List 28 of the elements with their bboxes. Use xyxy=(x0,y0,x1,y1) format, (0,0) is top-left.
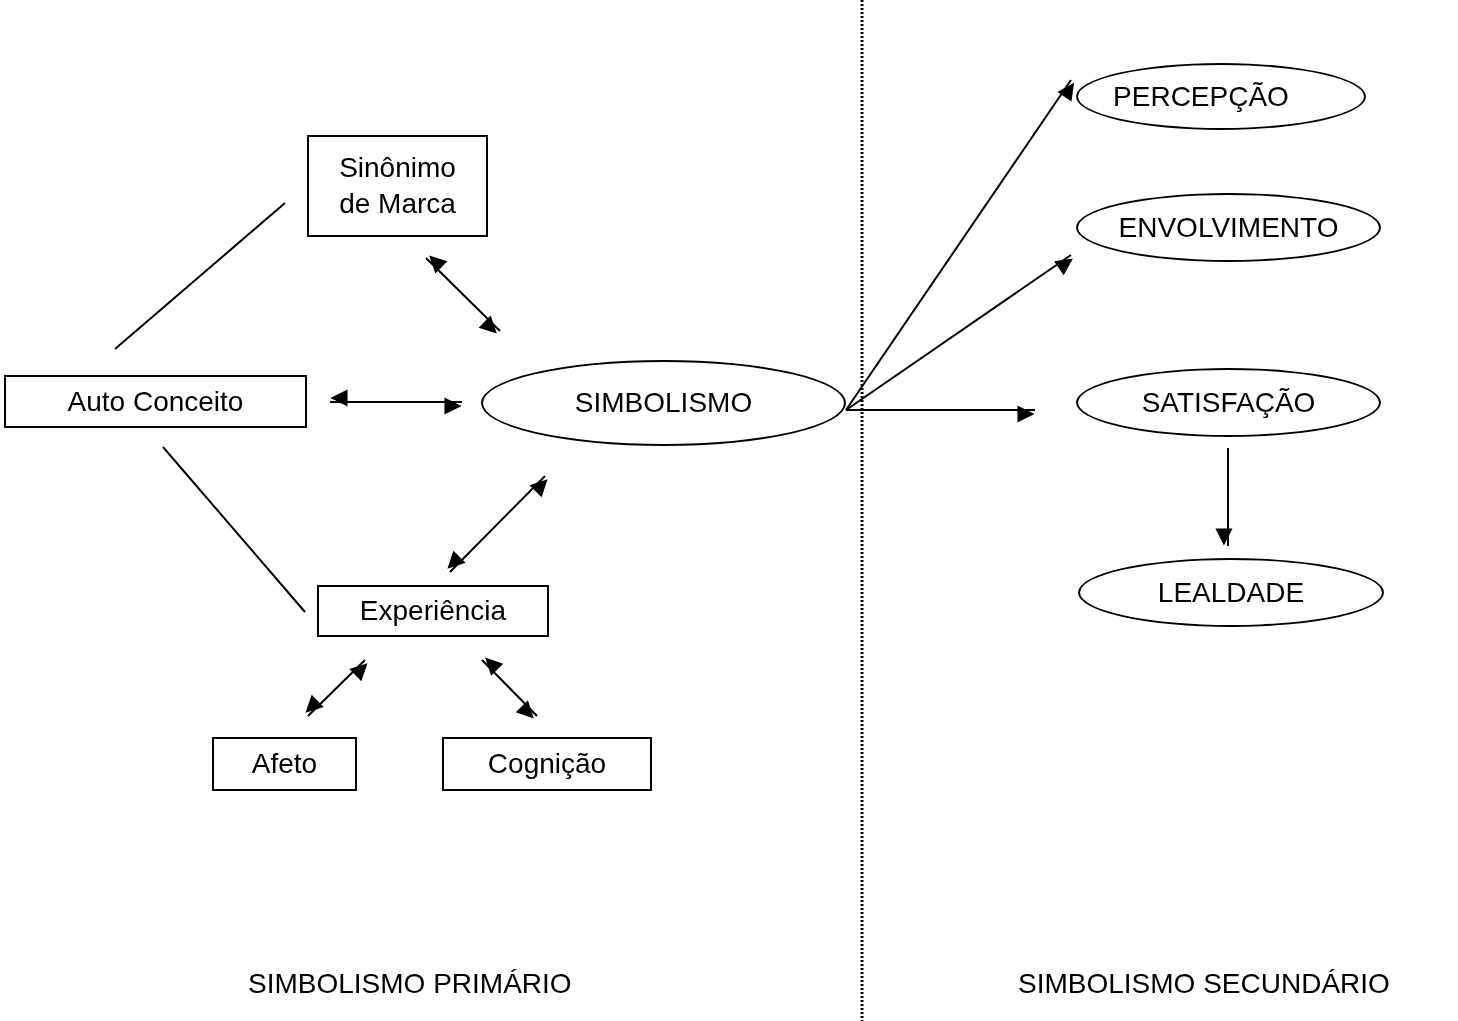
concept-label: Cognição xyxy=(487,747,607,781)
concept-label: LEALDADE xyxy=(1157,575,1305,610)
double-arrow xyxy=(329,389,463,415)
concept-label: PERCEPÇÃO xyxy=(1113,79,1289,114)
concept-box xyxy=(442,737,652,791)
concept-label: Experiência xyxy=(359,594,507,628)
arrow xyxy=(845,254,1073,411)
double-arrow xyxy=(305,659,368,717)
concept-label: Afeto xyxy=(251,747,318,781)
arrow xyxy=(845,405,1036,423)
arrow xyxy=(845,79,1075,411)
double-arrow xyxy=(481,657,538,719)
concept-box xyxy=(4,375,307,428)
concept-label: Sinônimo de Marca xyxy=(338,151,457,221)
concept-label: SIMBOLISMO xyxy=(574,386,753,420)
section-label: SIMBOLISMO SECUNDÁRIO xyxy=(1018,968,1390,1000)
concept-box xyxy=(212,737,357,791)
concept-box xyxy=(307,135,488,237)
arrow xyxy=(1215,447,1233,547)
connector-line xyxy=(162,446,306,613)
concept-label: SATISFAÇÃO xyxy=(1141,385,1316,420)
concept-label: ENVOLVIMENTO xyxy=(1118,210,1339,245)
concept-label: Auto Conceito xyxy=(67,384,244,419)
double-arrow xyxy=(425,255,501,334)
double-arrow xyxy=(447,475,548,573)
connector-line xyxy=(114,202,286,350)
concept-box xyxy=(317,585,549,637)
section-label: SIMBOLISMO PRIMÁRIO xyxy=(248,968,572,1000)
